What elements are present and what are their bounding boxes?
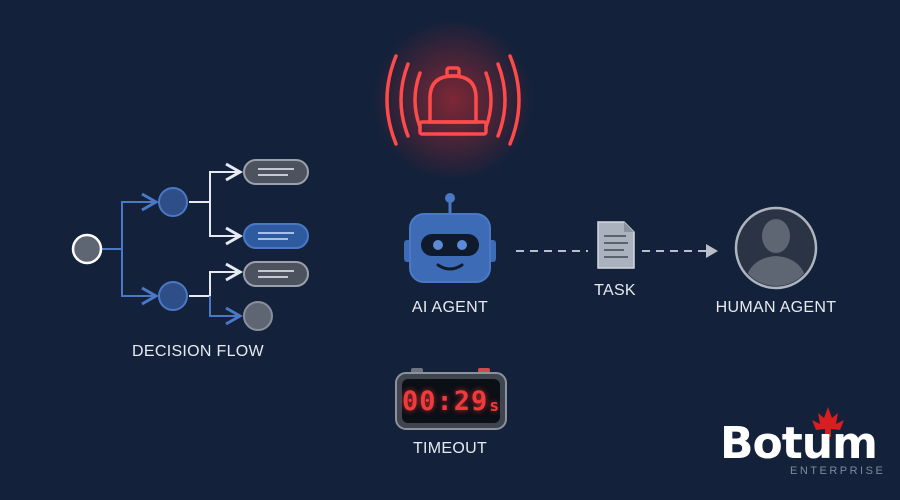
logo-wordmark: Botum bbox=[720, 418, 878, 469]
decision-node-lower bbox=[158, 281, 188, 311]
logo-subtitle: ENTERPRISE bbox=[790, 465, 886, 477]
robot-icon bbox=[404, 193, 496, 283]
outcome-pill bbox=[243, 223, 309, 249]
alarm-bell-icon bbox=[373, 20, 533, 180]
decision-flow-diagram bbox=[71, 159, 309, 331]
maple-leaf-icon bbox=[812, 407, 844, 437]
digital-clock-icon bbox=[395, 368, 507, 430]
brand-logo: Botum ENTERPRISE bbox=[720, 418, 890, 488]
person-icon bbox=[734, 206, 818, 290]
timer-value: 00:29 bbox=[402, 385, 489, 417]
ai-agent-label: AI AGENT bbox=[411, 299, 489, 316]
timeout-label: TIMEOUT bbox=[412, 440, 488, 457]
outcome-pill bbox=[243, 261, 309, 287]
decision-flow-label: DECISION FLOW bbox=[132, 343, 264, 360]
decision-node-upper bbox=[158, 187, 188, 217]
human-agent-label: HUMAN AGENT bbox=[715, 299, 837, 316]
task-label: TASK bbox=[594, 282, 636, 299]
decision-end-node bbox=[243, 301, 273, 331]
document-icon bbox=[597, 221, 635, 269]
timer-unit: s bbox=[489, 395, 500, 415]
decision-root-node bbox=[71, 233, 103, 265]
outcome-pill bbox=[243, 159, 309, 185]
